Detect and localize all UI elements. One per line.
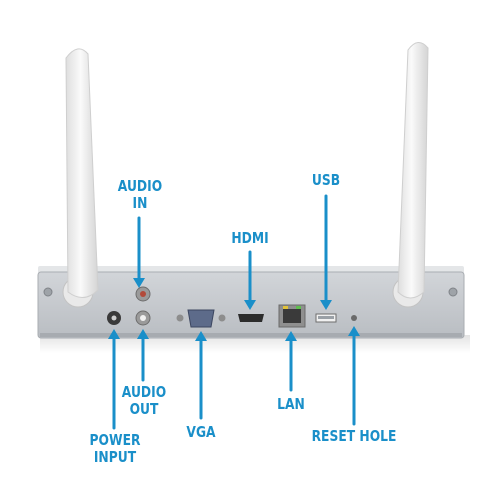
label-audio-out: AUDIO OUT <box>118 384 170 418</box>
label-audio-out-line1: AUDIO <box>121 383 167 401</box>
power-input-port <box>107 311 121 325</box>
label-usb: USB <box>306 172 345 189</box>
label-usb-text: USB <box>311 171 341 189</box>
antenna-left <box>65 48 99 298</box>
label-audio-in-line2: IN <box>132 194 148 212</box>
label-power-input-line2: INPUT <box>93 448 137 466</box>
hdmi-port <box>238 314 264 322</box>
vga-port <box>176 309 226 328</box>
audio-in-port <box>135 286 151 302</box>
label-lan-text: LAN <box>277 395 305 413</box>
label-reset-hole-text: RESET HOLE <box>311 427 397 445</box>
label-vga: VGA <box>182 424 220 441</box>
screw-right <box>448 287 458 297</box>
callout-arrows <box>108 194 360 430</box>
antenna-right <box>397 42 429 299</box>
label-lan: LAN <box>272 396 310 413</box>
label-audio-in: AUDIO IN <box>114 178 166 212</box>
label-hdmi: HDMI <box>227 230 273 247</box>
label-power-input: POWER INPUT <box>86 432 143 466</box>
device-shadow <box>40 335 470 353</box>
usb-port <box>315 313 337 323</box>
reset-hole <box>351 315 357 321</box>
label-audio-out-line2: OUT <box>129 400 159 418</box>
screw-left <box>43 287 53 297</box>
label-vga-text: VGA <box>186 423 216 441</box>
audio-out-port <box>135 310 151 326</box>
label-power-input-line1: POWER <box>89 431 141 449</box>
label-reset-hole: RESET HOLE <box>305 428 403 445</box>
lan-port <box>278 304 306 328</box>
label-hdmi-text: HDMI <box>231 229 269 247</box>
label-audio-in-line1: AUDIO <box>117 177 163 195</box>
